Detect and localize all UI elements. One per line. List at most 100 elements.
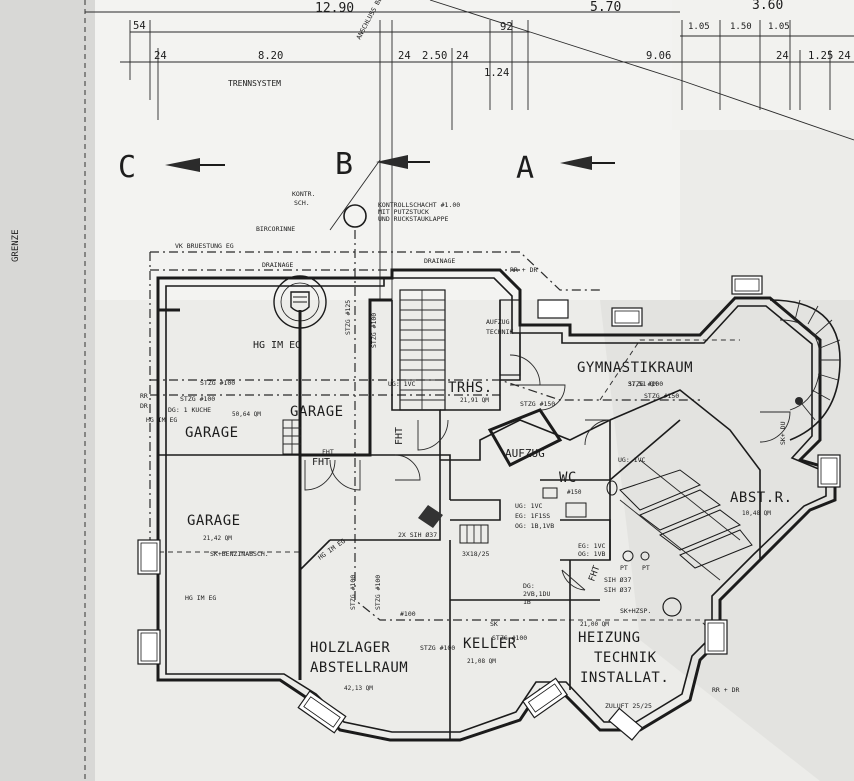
- stzg-100-h: STZG #100: [492, 634, 527, 642]
- og-1vb: OG: 1VB: [578, 550, 605, 558]
- n100-label: #100: [400, 610, 416, 618]
- stzg-100-c: STZG #100: [628, 380, 663, 388]
- dim-24a: 24: [154, 50, 167, 62]
- windows: [137, 275, 841, 741]
- vb-eg: EG: 1F1SS: [515, 512, 550, 520]
- hg-im-eg-1: HG IM EG: [253, 340, 301, 351]
- dim-total-left: 12.90: [315, 1, 354, 16]
- kontrollschacht-line3: UND RUCKSTAUKLAPPE: [378, 215, 449, 223]
- dim-250: 2.50: [422, 50, 447, 62]
- paper-shadow-left: [0, 0, 95, 781]
- dim-125: 1.25: [808, 50, 833, 62]
- rr-dr-label-2: RR + DR: [712, 686, 739, 694]
- vb-ug: UG: 1VC: [515, 502, 542, 510]
- sk-benzin: SK+BENZINABSCH.: [210, 550, 269, 558]
- area-garage-low: 21,42 QM: [203, 535, 232, 542]
- room-technik: TECHNIK: [594, 650, 657, 666]
- area-trhs: 21,91 QM: [460, 397, 489, 404]
- area-gymnastikraum: 37,51 QM: [628, 381, 657, 388]
- hg-im-eg-3: HG IM EG: [146, 416, 177, 424]
- staircase-small: [459, 524, 489, 544]
- dim-92: 92: [500, 21, 513, 33]
- garage-stairs: [282, 419, 302, 455]
- sk-hzsp: SK+HZSP.: [620, 607, 651, 615]
- grenze-label: GRENZE: [11, 229, 21, 262]
- pt-2: PT: [642, 564, 650, 572]
- paper-sheet-top: [95, 0, 680, 300]
- dim-total-right: 3.60: [752, 0, 783, 13]
- sewer-line-vertical: [354, 230, 560, 621]
- area-keller: 21,08 QM: [467, 658, 496, 665]
- sk-label: SK: [490, 620, 498, 628]
- dg-kel-1: DG:: [523, 582, 535, 590]
- dg-kel-3: 1B: [523, 598, 531, 606]
- stzg-100-b: STZG #100: [180, 395, 215, 403]
- svg-text:B: B: [335, 147, 353, 182]
- room-abstellraum: ABSTELLRAUM: [310, 660, 408, 676]
- room-fht-1: FHT: [312, 457, 330, 468]
- dim-24b: 24: [398, 50, 411, 62]
- stzg-v2: STZG #100: [374, 575, 382, 610]
- drainage-label-1: DRAINAGE: [262, 261, 293, 269]
- bircorinne-label: BIRCORINNE: [256, 225, 295, 233]
- area-heizung: 21,00 QM: [580, 621, 609, 628]
- stzg-v4: STZG #100: [370, 313, 378, 348]
- dg-kuche: DG: 1 KUCHE: [168, 406, 211, 414]
- ug-1vc-b: UG: 1VC: [618, 456, 645, 464]
- room-keller: KELLER: [463, 636, 517, 652]
- dim-54: 54: [133, 20, 146, 32]
- dim-820: 8.20: [258, 50, 283, 62]
- eg-1vc: EG: 1VC: [578, 542, 605, 550]
- room-garage-mid: GARAGE: [185, 425, 239, 441]
- dg-kel-2: 2VB,1DU: [523, 590, 550, 598]
- section-marker-c: C: [118, 150, 225, 185]
- storage-racks: [619, 469, 753, 569]
- dim-124: 1.24: [484, 67, 509, 79]
- dim-105b: 1.05: [768, 22, 790, 32]
- sih-2: SIH Ø37: [604, 586, 631, 594]
- stzg-150-b: STZG #150: [644, 392, 679, 400]
- area-garage-mid: 50,64 QM: [232, 411, 261, 418]
- kontrollschacht-line2: MIT PUTZSTUCK: [378, 208, 429, 216]
- sch-label: SCH.: [294, 199, 310, 207]
- area-wc: #150: [567, 489, 582, 496]
- interior-walls: [158, 298, 761, 740]
- room-garage-top: GARAGE: [290, 404, 344, 420]
- vk-bruestung-label: VK BRUESTUNG EG: [175, 242, 234, 250]
- room-holzlager: HOLZLAGER: [310, 640, 390, 656]
- room-wc: WC: [559, 470, 577, 486]
- sewer-line-main: [150, 379, 700, 401]
- aufzug-tech-2: TECHNIK: [486, 328, 513, 336]
- dim-24c: 24: [456, 50, 469, 62]
- room-installat: INSTALLAT.: [580, 670, 669, 686]
- stzg-100-a: STZG #100: [200, 379, 235, 387]
- drainage-line-outer: [150, 251, 600, 291]
- elevator-tech-room: [499, 299, 521, 376]
- uc-text: UG: 1VC: [388, 380, 415, 388]
- aufzug-tech-1: AUFZUG: [486, 318, 510, 326]
- kontrollschacht-line1: KONTROLLSCHACHT #1.00: [378, 201, 460, 209]
- stzg-v3: STZG #100: [349, 575, 357, 610]
- zuluft-label: ZULUFT 25/25: [605, 702, 652, 710]
- vb-og: OG: 1B,1VB: [515, 522, 554, 530]
- paper-sheet-topright: [672, 0, 854, 130]
- svg-text:A: A: [516, 151, 534, 186]
- dr-label: DR: [140, 402, 148, 410]
- section-marker-a: A: [516, 151, 615, 186]
- sx-label: 3X18/25: [462, 550, 489, 558]
- doors: [304, 354, 791, 591]
- inspection-shaft-circle: [343, 204, 367, 228]
- staircase-spiral: [769, 299, 841, 441]
- sih-1: SIH Ø37: [604, 576, 631, 584]
- dim-24e: 24: [838, 50, 851, 62]
- rr-label: RR: [140, 392, 148, 400]
- svg-text:C: C: [118, 150, 136, 185]
- fht-small: FHT: [322, 448, 334, 456]
- dimension-chain-top: 12.90 5.70 3.60 54 24 8.20 24 2.50 24 92…: [85, 0, 854, 300]
- drainage-label-2: DRAINAGE: [424, 257, 455, 265]
- dim-total-mid: 5.70: [590, 0, 621, 15]
- trennsystem-label: TRENNSYSTEM: [228, 79, 281, 88]
- stzg-150-a: STZG #150: [520, 400, 555, 408]
- stzg-100-d: STZG #100: [420, 644, 455, 652]
